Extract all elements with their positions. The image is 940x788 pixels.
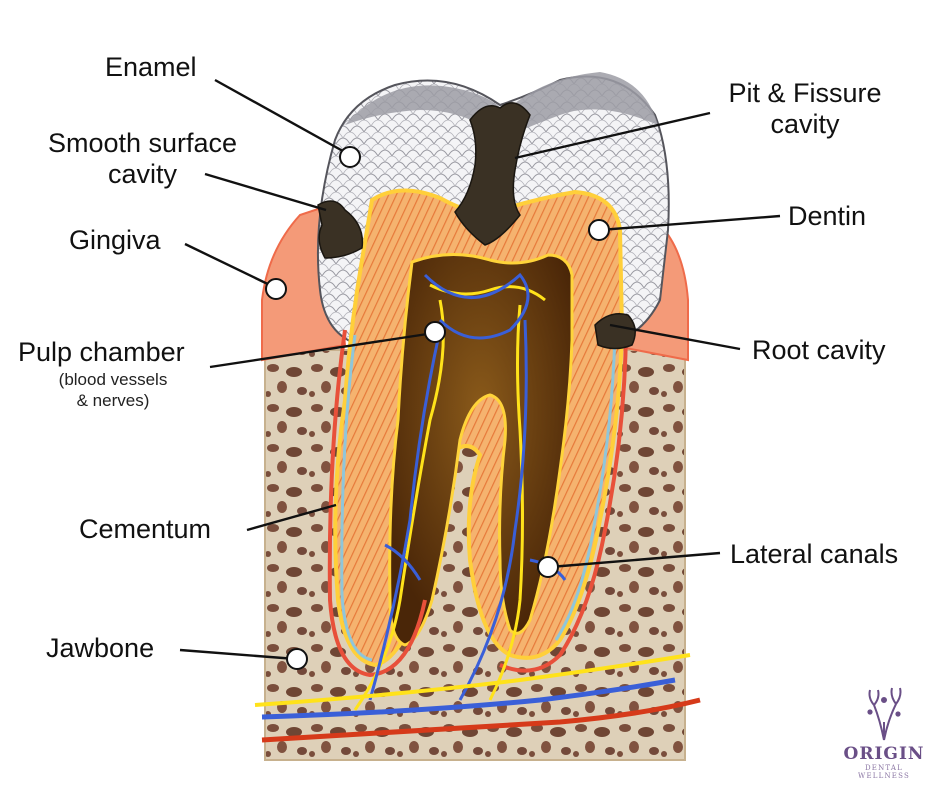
label-pulp-sub-line2: & nerves) [76, 391, 150, 410]
label-pit-fissure-line2: cavity [770, 109, 840, 139]
leader-lines [179, 78, 781, 661]
marker-jawbone [286, 648, 308, 670]
artery-bottom [261, 697, 701, 743]
label-smooth-surface-line1: Smooth surface [47, 128, 238, 158]
marker-lateral-canals [537, 556, 559, 578]
label-pit-fissure-line1: Pit & Fissure [728, 78, 882, 108]
cementum-right [499, 329, 628, 673]
pdl-right [554, 334, 617, 641]
nerve-bottom [254, 653, 691, 707]
marker-dentin [588, 219, 610, 241]
cementum-left [327, 329, 427, 678]
logo-tree-icon [867, 687, 902, 741]
label-pulp-chamber: Pulp chamber [18, 337, 185, 367]
marker-gingiva [265, 278, 287, 300]
logo-tagline: DENTAL WELLNESS [858, 764, 910, 780]
vein-bottom [261, 677, 676, 720]
enamel-top-sheen [345, 72, 658, 140]
marker-pulp [424, 321, 446, 343]
smooth-surface-cavity [317, 200, 364, 259]
marker-enamel [339, 146, 361, 168]
label-dentin: Dentin [788, 201, 867, 231]
pdl-left [340, 334, 373, 662]
vein-bundle [368, 272, 567, 701]
label-gingiva: Gingiva [69, 225, 161, 255]
label-smooth-surface-line2: cavity [107, 159, 178, 189]
marker-dots [265, 146, 610, 670]
root-cavity [594, 313, 636, 350]
label-cementum: Cementum [79, 514, 212, 544]
label-pulp-sub-line1: (blood vessels [58, 370, 168, 389]
logo-name: ORIGIN [843, 744, 925, 764]
label-jawbone: Jawbone [46, 633, 155, 663]
label-root-cavity: Root cavity [752, 335, 886, 365]
label-enamel: Enamel [105, 52, 197, 82]
label-lateral-canals: Lateral canals [730, 539, 899, 569]
pit-fissure-cavity [454, 102, 531, 246]
